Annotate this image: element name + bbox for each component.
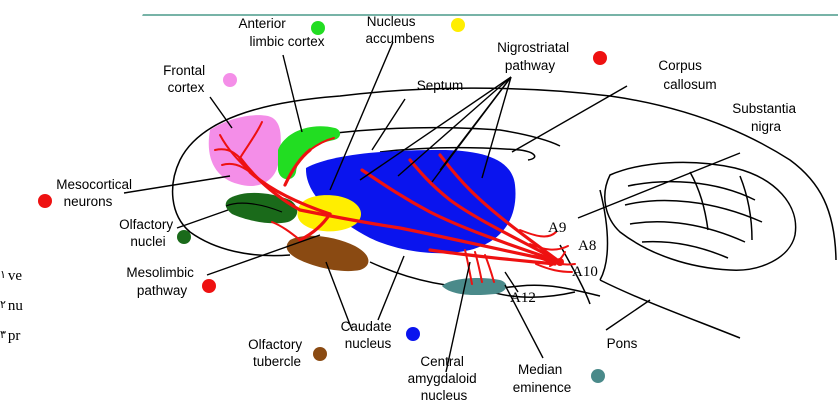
label-pons: Pons bbox=[607, 336, 638, 351]
side-line-2-mark: ٢ bbox=[0, 298, 6, 311]
median-eminence-dot bbox=[591, 369, 605, 383]
side-line-3-text: pr bbox=[8, 328, 21, 344]
label-frontal-cortex: Frontal cortex bbox=[163, 63, 209, 95]
label-anterior-limbic-cortex: Anterior limbic cortex bbox=[238, 16, 324, 49]
side-line-1-text: ve bbox=[8, 268, 22, 284]
side-line-2-text: nu bbox=[8, 298, 23, 314]
label-a9: A9 bbox=[548, 220, 566, 236]
side-line-3-mark: ٣ bbox=[0, 328, 6, 341]
label-median-eminence: Median eminence bbox=[513, 362, 572, 395]
olfactory-nuclei-dot bbox=[177, 230, 191, 244]
label-olfactory-nuclei: Olfactory nuclei bbox=[119, 217, 177, 249]
cerebellum bbox=[605, 162, 796, 270]
side-line-1-mark: ١ bbox=[0, 268, 6, 281]
nucleus-accumbens-dot bbox=[451, 18, 465, 32]
anterior-limbic-cortex-dot bbox=[311, 21, 325, 35]
label-nigrostriatal-pathway: Nigrostriatal pathway bbox=[497, 40, 573, 73]
label-nucleus-accumbens: Nucleus accumbens bbox=[365, 14, 434, 46]
label-a12: A12 bbox=[510, 290, 536, 306]
mesolimbic-pathway-dot bbox=[202, 279, 216, 293]
label-septum: Septum bbox=[417, 78, 464, 93]
mesocortical-neurons-dot bbox=[38, 194, 52, 208]
label-a10: A10 bbox=[572, 264, 598, 280]
label-olfactory-tubercle: Olfactory tubercle bbox=[248, 337, 306, 369]
median-eminence-region bbox=[442, 278, 506, 295]
top-left-artifact bbox=[40, 0, 150, 20]
label-central-amygdaloid-nucleus: Central amygdaloid nucleus bbox=[408, 354, 481, 403]
label-mesocortical-neurons: Mesocortical neurons bbox=[56, 177, 136, 209]
label-corpus-callosum: Corpus callosum bbox=[658, 58, 716, 92]
label-caudate-nucleus: Caudate nucleus bbox=[341, 319, 396, 351]
frontal-cortex-dot bbox=[223, 73, 237, 87]
olfactory-tubercle-dot bbox=[313, 347, 327, 361]
caudate-nucleus-dot bbox=[406, 327, 420, 341]
nigrostriatal-pathway-dot bbox=[593, 51, 607, 65]
label-substantia-nigra: Substantia nigra bbox=[732, 101, 800, 134]
label-a8: A8 bbox=[578, 238, 596, 254]
